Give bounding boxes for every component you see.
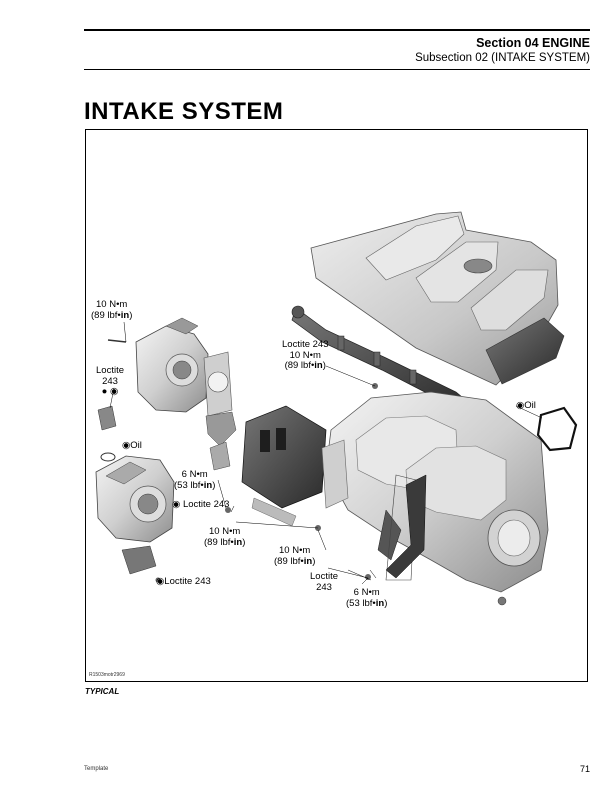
drop-icon: ●	[101, 386, 108, 397]
drop-icon: ◉	[110, 386, 119, 397]
callout-torque-ecm: 10 N•m (89 lbf•in)	[204, 526, 246, 548]
header-rule	[84, 69, 590, 70]
manifold-gasket	[536, 406, 578, 452]
figure-caption: TYPICAL	[85, 687, 120, 696]
intake-manifold	[325, 391, 549, 593]
callout-torque-bracket: 6 N•m (53 lbf•in)	[174, 469, 216, 491]
callout-loctite-manifold: Loctite 243	[310, 571, 338, 593]
throttle-body-upper	[135, 317, 233, 417]
page-title: INTAKE SYSTEM	[84, 98, 284, 125]
drop-icon: ◉	[122, 440, 131, 451]
bracket	[385, 474, 427, 579]
exploded-view-figure: 10 N•m (89 lbf•in) Loctite 243 ● ◉ ◉Oil …	[85, 129, 588, 682]
engine-cover	[310, 211, 565, 386]
throttle-body-lower	[95, 455, 175, 543]
callout-oil-throttle: ◉Oil	[122, 440, 142, 451]
subsection-header: Subsection 02 (INTAKE SYSTEM)	[415, 52, 590, 64]
intake-illustration	[95, 211, 578, 606]
callout-loctite-lower: ◉Loctite 243	[156, 576, 211, 587]
leader-lines	[109, 321, 543, 585]
top-rule	[84, 29, 590, 31]
small-parts	[97, 339, 507, 606]
drop-icon: ◉	[156, 576, 165, 587]
callout-loctite-torque-rail: Loctite 243 10 N•m (89 lbf•in)	[282, 339, 329, 371]
callout-loctite-bracket: ◉ Loctite 243	[172, 499, 230, 510]
drop-icon: ◉	[516, 400, 525, 411]
page-number: 71	[579, 764, 590, 774]
callout-torque-manifold-bottom: 6 N•m (53 lbf•in)	[346, 587, 388, 609]
footer-template: Template	[84, 766, 109, 772]
figure-code: R1503motr2969	[89, 672, 125, 678]
callout-loctite-throttle: Loctite 243 ● ◉	[96, 365, 124, 397]
drop-icon: ◉	[172, 499, 181, 510]
callout-torque-manifold: 10 N•m (89 lbf•in)	[274, 545, 316, 567]
section-header: Section 04 ENGINE	[476, 36, 590, 50]
callout-torque-throttle-top: 10 N•m (89 lbf•in)	[91, 299, 133, 321]
callout-oil-manifold: ◉Oil	[516, 400, 536, 411]
ecm-module	[241, 405, 349, 527]
